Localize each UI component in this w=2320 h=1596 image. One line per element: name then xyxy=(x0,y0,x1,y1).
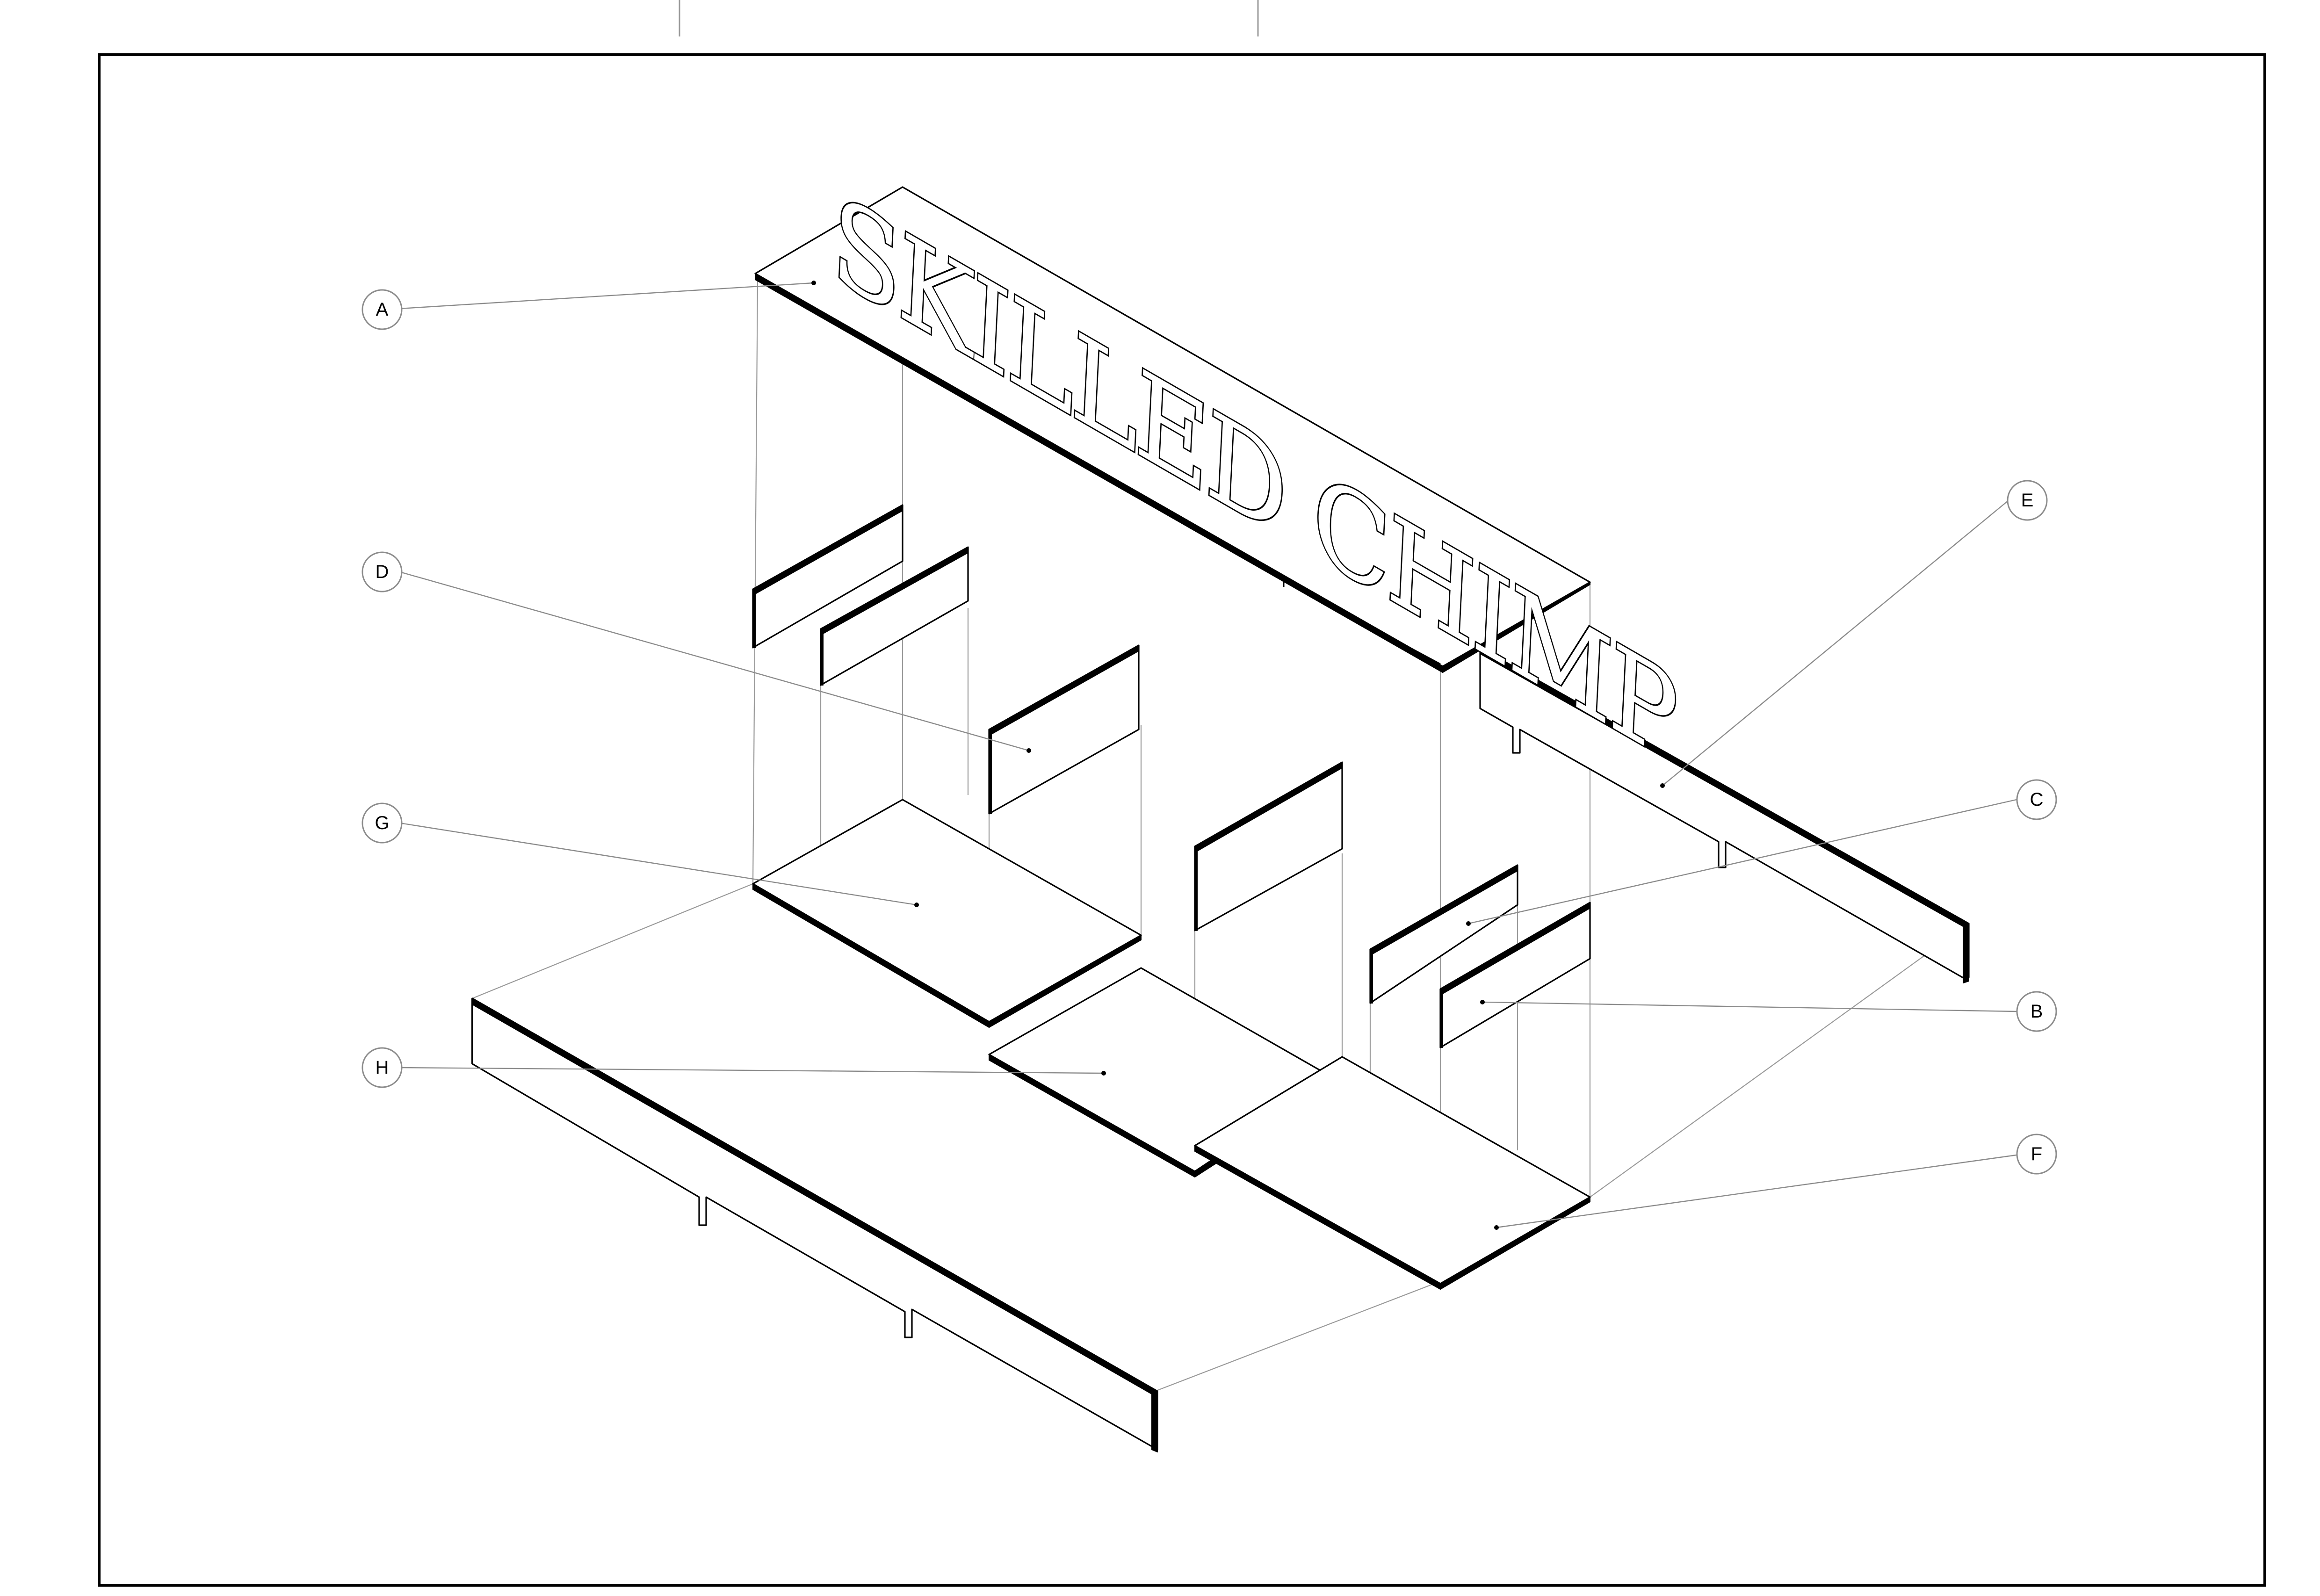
projection-lines xyxy=(472,280,1969,1392)
drawing-border xyxy=(98,53,2266,1587)
front-long-strip xyxy=(471,997,1158,1452)
callout-e-label: E xyxy=(2021,490,2034,511)
callout-h: H xyxy=(361,1047,403,1088)
part-d-panels xyxy=(752,504,1343,932)
callout-c: C xyxy=(2016,779,2057,820)
part-a-sign-plate: SKILLED CHIMP xyxy=(754,166,1679,791)
callout-d-label: D xyxy=(376,562,389,582)
callout-h-label: H xyxy=(376,1057,389,1078)
callout-g: G xyxy=(361,802,403,844)
leader-lines xyxy=(399,281,2017,1230)
callout-d: D xyxy=(361,551,403,592)
part-b-tab xyxy=(1439,902,1591,1048)
part-f-floor-plate xyxy=(1194,1056,1591,1290)
callout-a-label: A xyxy=(376,299,389,320)
callout-e: E xyxy=(2007,480,2048,521)
callout-f-label: F xyxy=(2031,1144,2042,1164)
part-c-tab xyxy=(1369,864,1518,1004)
callout-g-label: G xyxy=(375,813,389,833)
callout-b: B xyxy=(2016,991,2057,1032)
callout-c-label: C xyxy=(2030,789,2044,810)
callout-f: F xyxy=(2016,1134,2057,1175)
callout-a: A xyxy=(361,289,403,330)
part-g-floor-plate xyxy=(752,799,1142,1028)
callout-b-label: B xyxy=(2031,1001,2043,1022)
part-e-rear-strip xyxy=(1479,647,1970,983)
engraved-text: SKILLED CHIMP xyxy=(829,167,1677,790)
